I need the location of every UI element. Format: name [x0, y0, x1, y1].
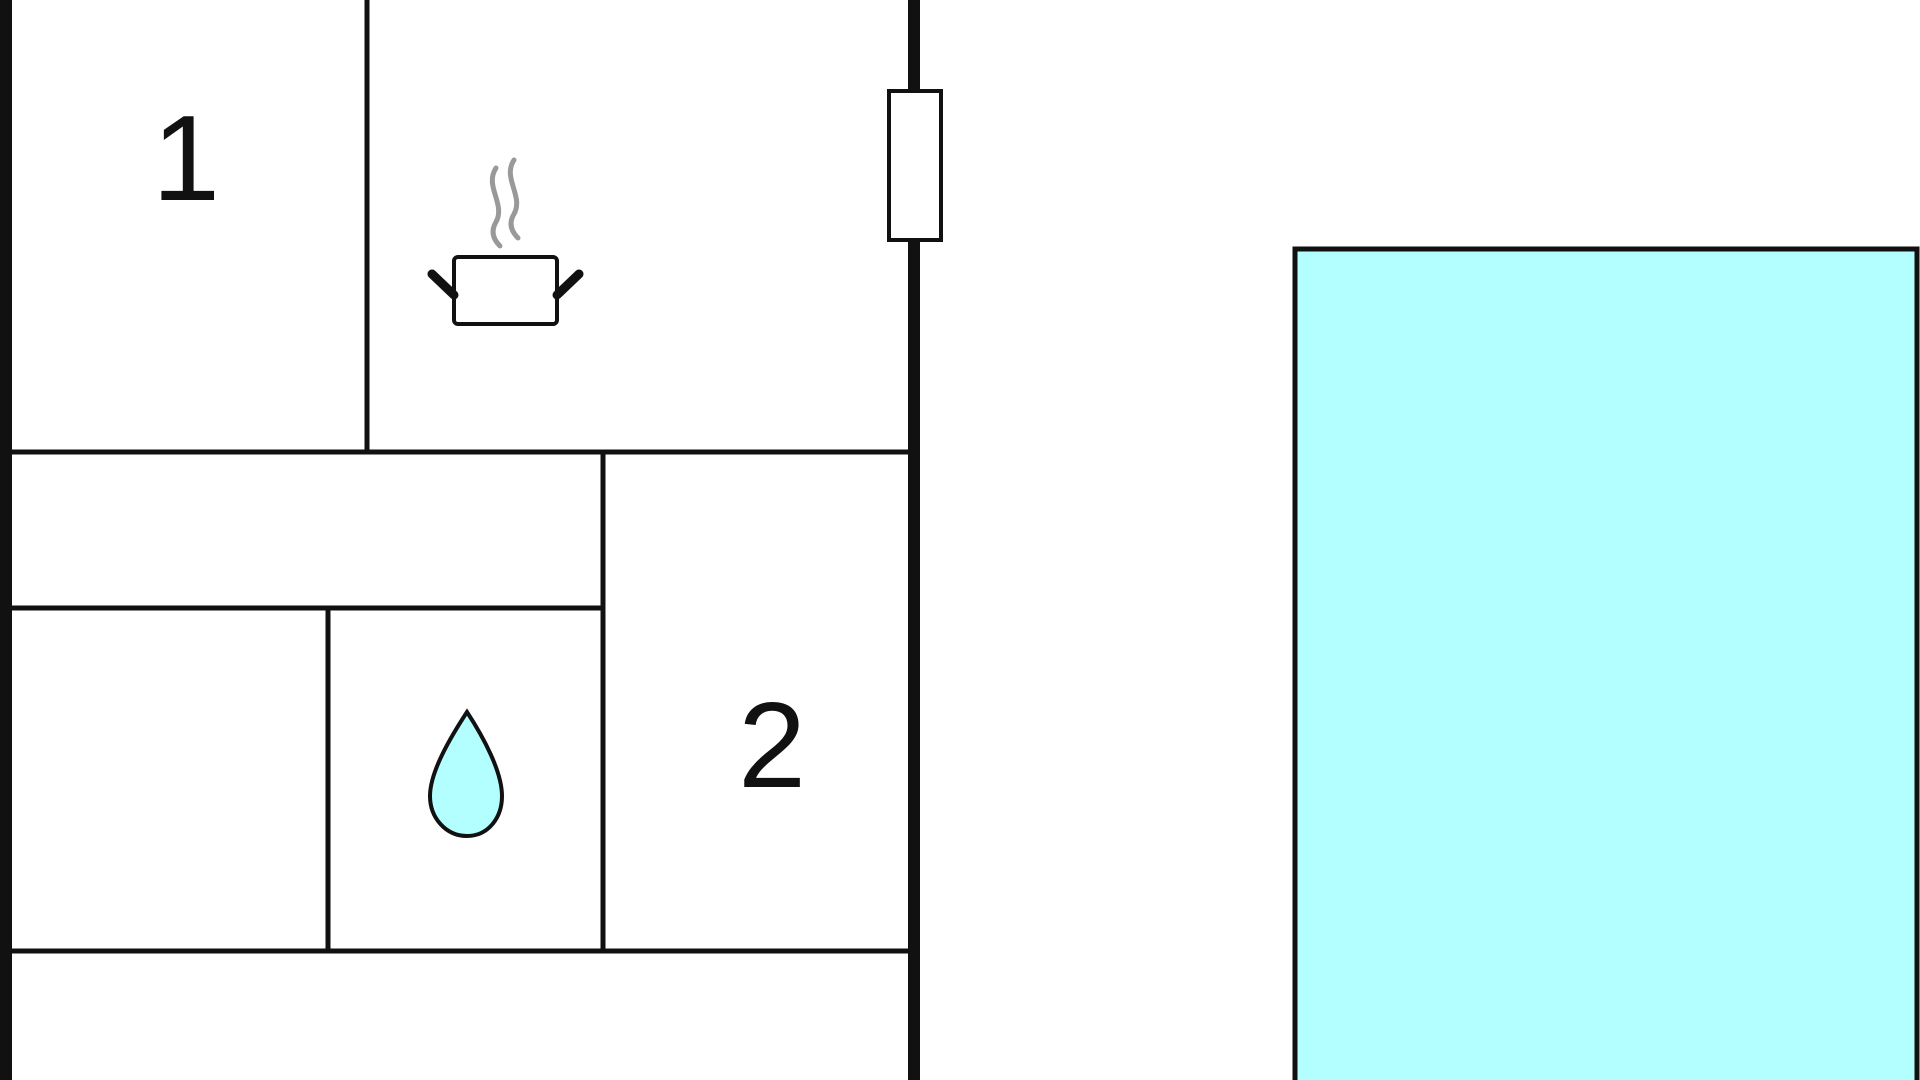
swimming-pool: [1292, 246, 1920, 1080]
window-icon: [887, 89, 943, 242]
cooking-pot-icon: [427, 157, 584, 326]
room-label-2: 2: [738, 677, 806, 813]
water-drop-icon: [427, 708, 505, 839]
room-label-1: 1: [152, 90, 220, 226]
walls: [0, 0, 920, 1080]
